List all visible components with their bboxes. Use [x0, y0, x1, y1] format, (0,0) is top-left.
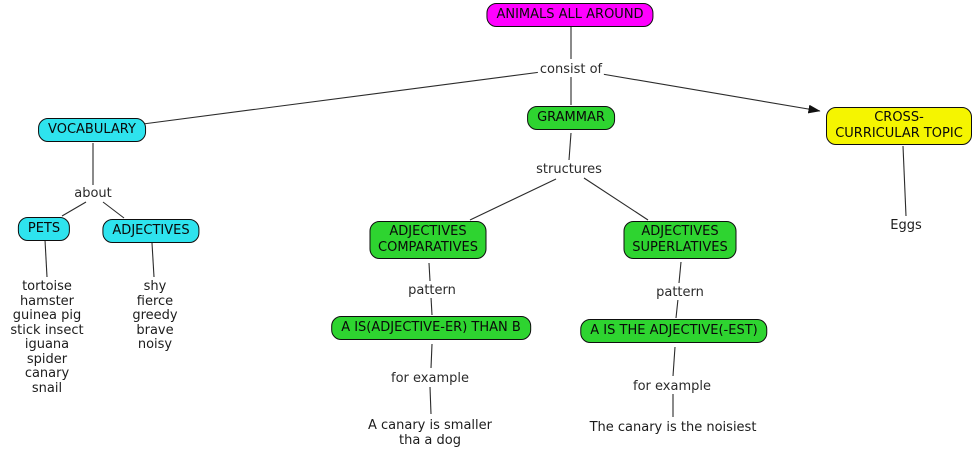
- link-label-pattern-comparative[interactable]: pattern: [406, 283, 458, 298]
- edge-comparativebox-forexample: [430, 343, 433, 369]
- node-cross-curricular-topic[interactable]: CROSS-CURRICULAR TOPIC: [826, 107, 972, 145]
- edge-forexample-comparative-sentence: [429, 386, 432, 415]
- node-superlative-pattern[interactable]: A IS THE ADJECTIVE(-EST): [580, 319, 768, 343]
- node-adjectives-superlatives[interactable]: ADJECTIVES SUPERLATIVES: [623, 221, 737, 259]
- edge-about-adjectives: [102, 201, 125, 219]
- link-label-structures[interactable]: structures: [534, 162, 604, 177]
- adjective-example-list[interactable]: shy fierce greedy brave noisy: [132, 279, 178, 353]
- edge-adjectives-examples: [151, 242, 155, 278]
- edge-crosscurricular-eggs: [902, 145, 907, 217]
- node-animals-all-around[interactable]: ANIMALS ALL AROUND: [486, 3, 654, 27]
- node-vocabulary[interactable]: VOCABULARY: [38, 118, 146, 142]
- node-adjectives[interactable]: ADJECTIVES: [102, 219, 200, 243]
- list-item: guinea pig: [12, 308, 82, 323]
- node-grammar[interactable]: GRAMMAR: [527, 106, 615, 130]
- edge-pattern-superlativebox: [675, 298, 679, 319]
- list-item: spider: [26, 351, 68, 367]
- list-item: hamster: [19, 293, 75, 309]
- link-label-for-example-superlative[interactable]: for example: [631, 379, 713, 394]
- link-label-pattern-superlative[interactable]: pattern: [654, 285, 706, 300]
- node-adjectives-comparatives[interactable]: ADJECTIVES COMPARATIVES: [369, 221, 487, 259]
- list-item: shy: [143, 279, 167, 294]
- pets-example-list[interactable]: tortoise hamster guinea pig stick insect…: [10, 279, 84, 396]
- list-item: stick insect: [10, 322, 84, 338]
- node-pets[interactable]: PETS: [17, 217, 71, 241]
- superlative-example-sentence[interactable]: The canary is the noisiest: [589, 420, 757, 435]
- edge-about-pets: [61, 201, 87, 217]
- edge-superlatives-pattern: [678, 261, 682, 284]
- edge-consistof-vocabulary: [142, 71, 542, 125]
- list-item: tortoise: [22, 279, 72, 294]
- list-item: greedy: [132, 308, 178, 323]
- edge-consistof-crosscurricular-arrow: [601, 73, 821, 114]
- edge-pets-examples: [44, 239, 48, 278]
- edge-grammar-structures: [568, 132, 572, 161]
- cross-curricular-example-eggs[interactable]: Eggs: [890, 218, 922, 233]
- link-label-about[interactable]: about: [72, 186, 114, 201]
- edge-pattern-comparativebox: [430, 296, 433, 316]
- edge-superlativebox-forexample: [672, 346, 676, 377]
- comparative-example-sentence[interactable]: A canary is smaller tha a dog: [367, 418, 492, 448]
- list-item: snail: [31, 380, 63, 396]
- list-item: canary: [24, 366, 70, 381]
- list-item: iguana: [24, 337, 70, 352]
- node-comparative-pattern[interactable]: A IS(ADJECTIVE-ER) THAN B: [331, 316, 531, 340]
- link-label-for-example-comparative[interactable]: for example: [389, 371, 471, 386]
- list-item: noisy: [137, 337, 173, 352]
- list-item: fierce: [136, 293, 174, 309]
- edge-structures-comparatives: [469, 178, 557, 221]
- edge-comparatives-pattern: [428, 262, 431, 282]
- link-label-consist-of[interactable]: consist of: [537, 62, 605, 77]
- edge-structures-superlatives: [583, 177, 649, 221]
- list-item: brave: [136, 322, 174, 338]
